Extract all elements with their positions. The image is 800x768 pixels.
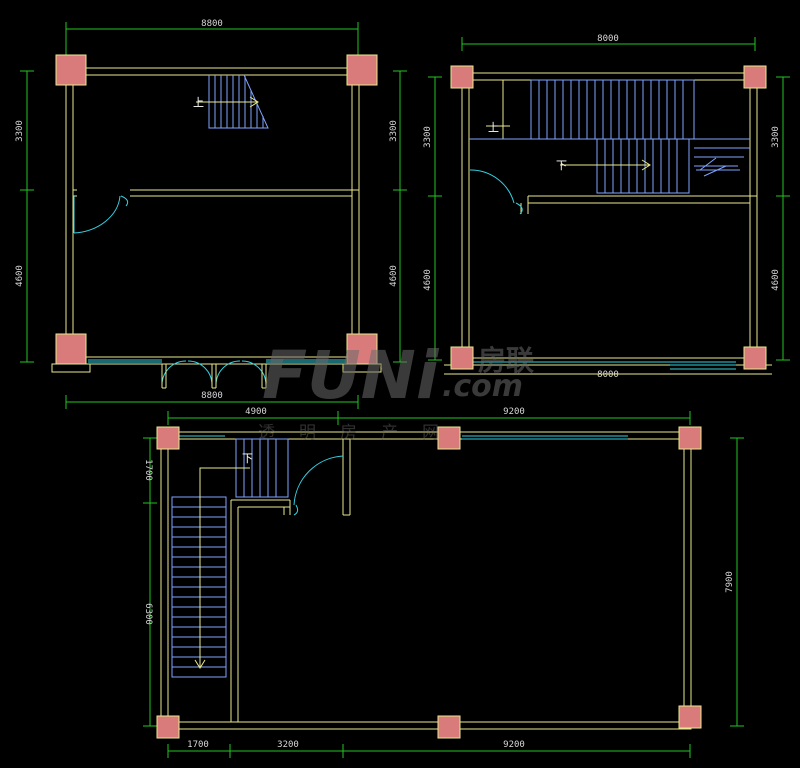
plan-a-dimension-lines xyxy=(20,22,407,409)
plan-b-dim-right-upper: 3300 xyxy=(771,126,781,148)
plan-b-dim-top: 8000 xyxy=(597,34,619,44)
plan-a-dim-top: 8800 xyxy=(201,19,223,29)
plan-b-dim-left-upper: 3300 xyxy=(423,126,433,148)
floor-plan-b: 8000 8000 3300 4600 3300 4600 xyxy=(423,34,790,380)
plan-c-walls xyxy=(160,431,692,730)
plan-b-stair-arrows xyxy=(486,125,651,171)
plan-c-dim-top-right: 9200 xyxy=(503,407,525,417)
plan-b-stair-label-down: 下 xyxy=(556,159,567,172)
plan-b-stair-label-up: 上 xyxy=(488,121,499,134)
plan-a-dim-right-lower: 4600 xyxy=(389,265,399,287)
plan-c-dimension-lines xyxy=(143,411,744,758)
plan-b-dimension-lines xyxy=(428,37,790,361)
plan-b-dim-left-lower: 4600 xyxy=(423,269,433,291)
watermark: FUNi .com 房联 透明房产网 xyxy=(258,337,534,443)
plan-a-stair xyxy=(196,74,269,129)
plan-c-dim-bottom-3: 9200 xyxy=(503,740,525,750)
floor-plan-c: 4900 9200 1700 6300 7900 1700 3200 9200 xyxy=(143,407,744,758)
watermark-slogan: 透明房产网 xyxy=(258,423,463,443)
plan-a-walls xyxy=(65,67,360,365)
floor-plan-a: 8800 8800 3300 4600 3300 4600 xyxy=(15,19,407,409)
plan-a-dim-right-upper: 3300 xyxy=(389,120,399,142)
plan-b-dim-bottom: 8000 xyxy=(597,370,619,380)
watermark-brand: 房联 xyxy=(478,344,534,377)
plan-c-dim-left-upper: 1700 xyxy=(143,459,153,481)
plan-c-dim-right: 7900 xyxy=(725,571,735,593)
plan-c-columns xyxy=(156,426,702,739)
watermark-logo: FUNi xyxy=(262,337,440,414)
plan-a-dim-left-upper: 3300 xyxy=(15,120,25,142)
plan-a-footings xyxy=(51,363,382,373)
plan-c-stair xyxy=(171,438,289,678)
plan-b-dim-right-lower: 4600 xyxy=(771,269,781,291)
plan-b-columns xyxy=(450,65,767,370)
plan-c-dim-left-lower: 6300 xyxy=(143,603,153,625)
plan-a-stair-label: 上 xyxy=(193,96,204,109)
plan-b-doors xyxy=(469,169,736,370)
plan-c-dim-top-left: 4900 xyxy=(245,407,267,417)
plan-a-dim-left-lower: 4600 xyxy=(15,265,25,287)
plan-c-dim-bottom-2: 3200 xyxy=(277,740,299,750)
plan-c-stair-label: 下 xyxy=(242,452,253,465)
plan-a-door-frames xyxy=(161,364,267,389)
plan-b-walls xyxy=(444,72,772,375)
plan-a-dim-bottom: 8800 xyxy=(201,391,223,401)
watermark-domain: .com xyxy=(442,369,523,404)
plan-c-dim-bottom-1: 1700 xyxy=(187,740,209,750)
plan-c-stair-arrow xyxy=(194,467,250,669)
plan-b-stairs xyxy=(469,79,750,194)
plan-a-columns xyxy=(55,54,378,365)
plan-c-doors xyxy=(178,435,628,516)
